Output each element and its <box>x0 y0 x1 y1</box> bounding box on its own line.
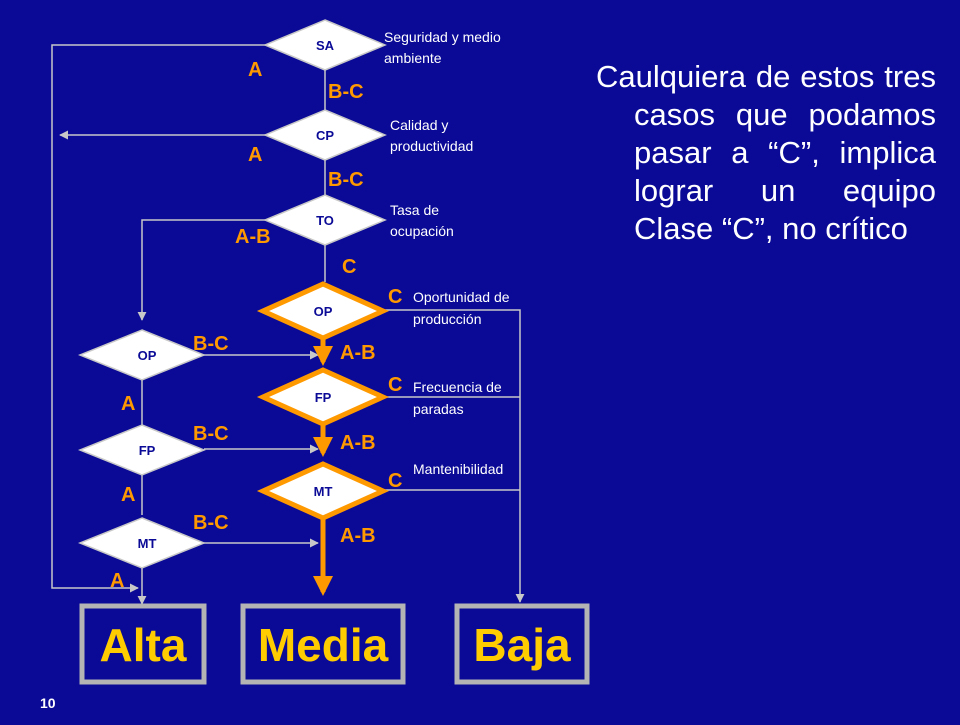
label-to-c: C <box>342 256 356 278</box>
node-fp-center-label: FP <box>315 390 332 405</box>
node-cp <box>263 109 387 161</box>
desc-to-line1: Tasa de <box>390 202 439 218</box>
label-opl-a: A <box>121 393 135 415</box>
desc-to-line2: ocupación <box>390 223 454 239</box>
node-op-center-label: OP <box>314 304 333 319</box>
page-number: 10 <box>40 695 56 711</box>
label-fpl-a: A <box>121 484 135 506</box>
node-mt-center <box>256 461 390 521</box>
desc-cp-line2: productividad <box>390 138 473 154</box>
label-sa-a: A <box>248 59 262 81</box>
label-fp-c: C <box>388 374 402 396</box>
node-cp-label: CP <box>316 128 334 143</box>
edge-to-ab <box>137 219 265 321</box>
desc-sa-line1: Seguridad y medio <box>384 29 501 45</box>
node-to-label: TO <box>316 213 334 228</box>
desc-op-line2: producción <box>413 311 482 327</box>
desc-op-line1: Oportunidad de <box>413 289 510 305</box>
node-sa-label: SA <box>316 38 335 53</box>
label-mtl-a: A <box>110 570 124 592</box>
label-mt-ab: A-B <box>340 525 376 547</box>
outcome-alta-label: Alta <box>100 619 187 671</box>
outcome-baja-label: Baja <box>473 619 571 671</box>
label-cp-bc: B-C <box>328 169 364 191</box>
node-sa <box>263 19 387 71</box>
label-mt-c: C <box>388 470 402 492</box>
label-sa-bc: B-C <box>328 81 364 103</box>
node-mt-left-label: MT <box>138 536 157 551</box>
explanation-text: Caulquiera de estos tres casos que podam… <box>596 59 936 246</box>
label-to-ab: A-B <box>235 226 271 248</box>
desc-mt-line1: Mantenibilidad <box>413 461 503 477</box>
outcome-baja-box <box>454 603 590 685</box>
desc-fp-line1: Frecuencia de <box>413 379 502 395</box>
label-op-c: C <box>388 286 402 308</box>
node-mt-center-label: MT <box>314 484 333 499</box>
node-fp-left-label: FP <box>139 443 156 458</box>
edge-sa-a <box>51 44 265 593</box>
label-fp-ab: A-B <box>340 432 376 454</box>
label-op-ab: A-B <box>340 342 376 364</box>
node-op-center <box>256 281 390 341</box>
outcome-media-box <box>240 603 406 685</box>
node-mt-left <box>77 517 207 569</box>
node-fp-left <box>77 424 207 476</box>
desc-fp-line2: paradas <box>413 401 464 417</box>
label-fpl-bc: B-C <box>193 423 229 445</box>
node-op-left <box>77 329 207 381</box>
outcome-media-label: Media <box>258 619 389 671</box>
edge-c-baja <box>383 309 525 603</box>
node-to <box>263 194 387 246</box>
desc-sa-line2: ambiente <box>384 50 442 66</box>
label-mtl-bc: B-C <box>193 512 229 534</box>
node-op-left-label: OP <box>138 348 157 363</box>
label-opl-bc: B-C <box>193 333 229 355</box>
desc-cp-line1: Calidad y <box>390 117 448 133</box>
node-fp-center <box>256 367 390 427</box>
outcome-alta-box <box>79 603 207 685</box>
label-cp-a: A <box>248 144 262 166</box>
